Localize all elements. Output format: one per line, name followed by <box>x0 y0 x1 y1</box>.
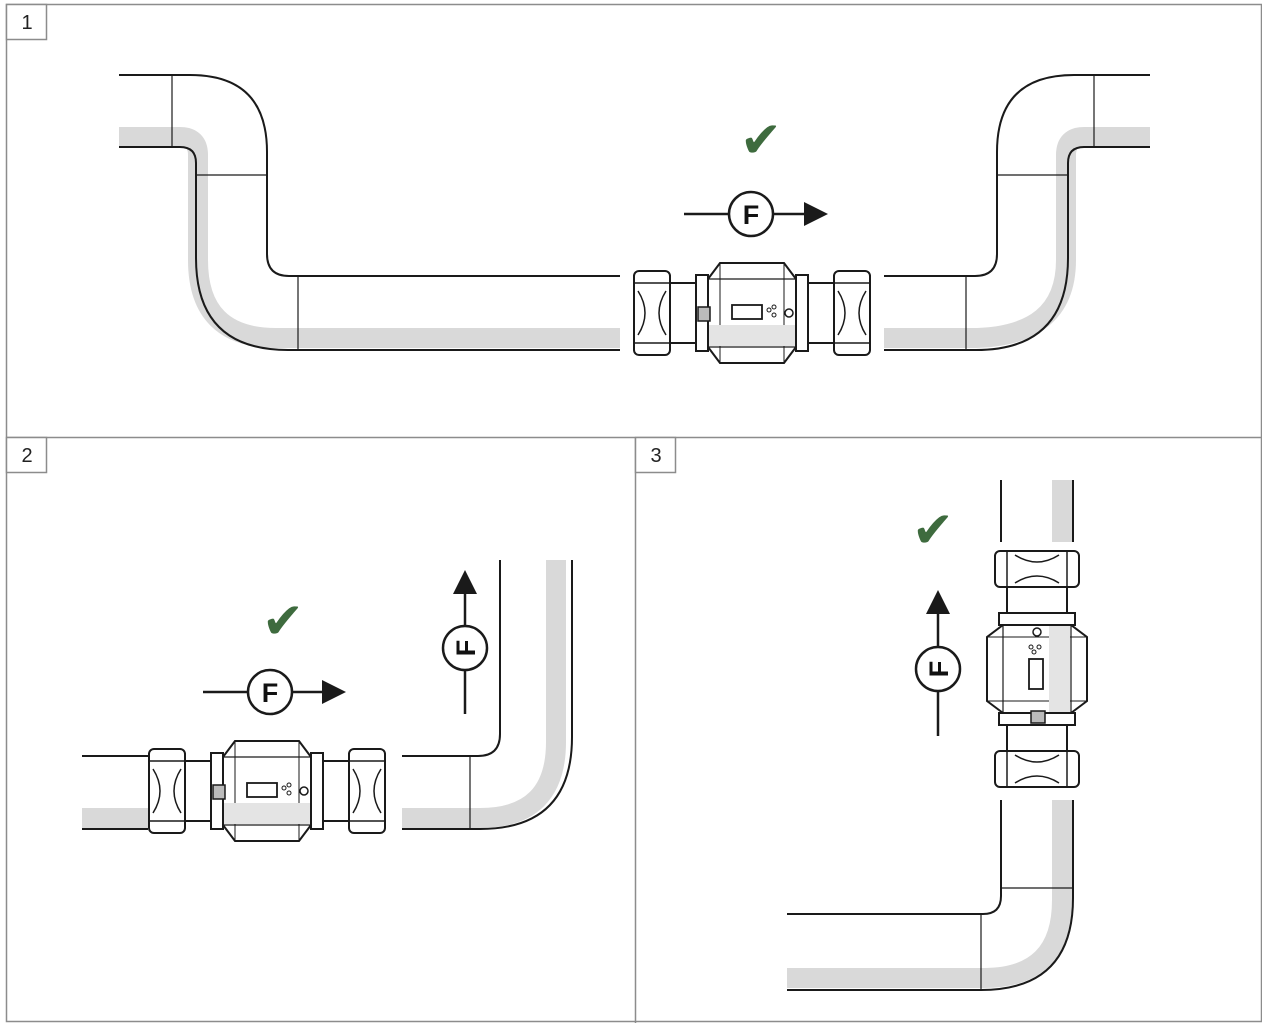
panel-2-flow-arrow-vertical <box>441 570 489 714</box>
panel-2-label: 2 <box>21 445 32 467</box>
panel-2-pipe <box>82 560 573 830</box>
panel-1-pipe <box>119 74 1150 351</box>
panel-1-flow-meter <box>633 262 871 364</box>
panel-1-flow-label: F <box>743 200 760 230</box>
panel-3-pipe <box>787 480 1074 991</box>
panel-2-flow-label-vertical: F <box>451 640 481 657</box>
panel-2-checkmark-icon: ✔ <box>262 592 304 650</box>
panel-1-label: 1 <box>21 12 32 34</box>
panel-1-flow-arrow <box>684 190 828 238</box>
panel-3-flow-arrow <box>914 590 962 736</box>
panel-3-checkmark-icon: ✔ <box>912 501 954 559</box>
panel-3-flow-meter <box>986 550 1088 788</box>
panel-2-flow-arrow-horizontal <box>203 668 346 716</box>
panel-1-checkmark-icon: ✔ <box>740 111 782 169</box>
panel-2-flow-label-horizontal: F <box>262 678 279 708</box>
panel-2-flow-meter <box>148 740 386 842</box>
panel-frames <box>5 3 1262 1023</box>
panel-3-flow-label: F <box>924 661 954 678</box>
panel-3-label: 3 <box>650 445 661 467</box>
